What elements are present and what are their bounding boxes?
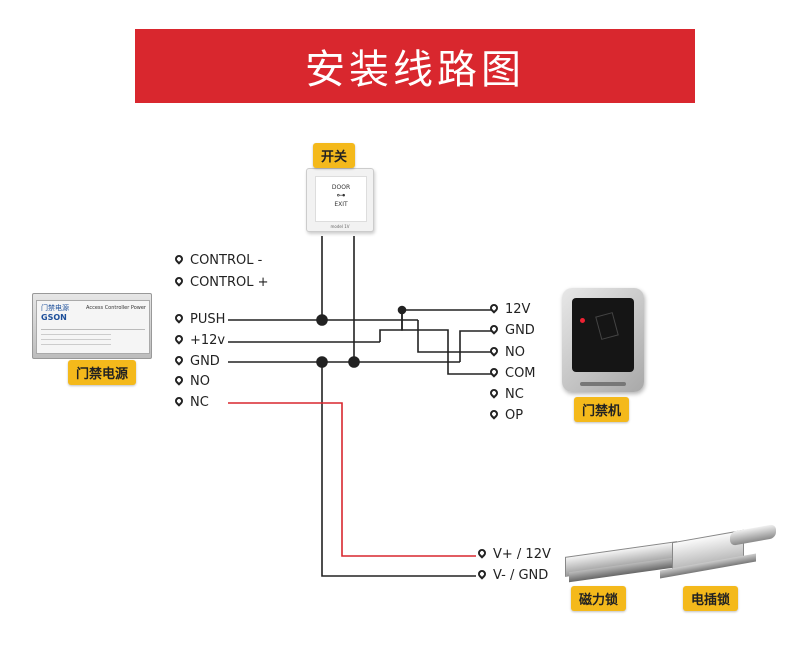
terminal-no: NO (173, 373, 210, 389)
machine-terminal-nc: NC (488, 386, 524, 402)
power-brand-logo: GSON (41, 313, 67, 322)
switch-small-text: model 1V (330, 224, 350, 229)
location-pin-icon (476, 567, 488, 580)
power-supply-tag: 门禁电源 (68, 360, 137, 385)
terminal-12v: +12v (173, 332, 225, 348)
switch-text-top: DOOR (331, 184, 351, 191)
key-icon: ⊶ (336, 191, 346, 201)
magnetic-lock (565, 535, 677, 583)
machine-terminal-12v: 12V (488, 301, 530, 317)
page-title: 安装线路图 (135, 29, 695, 103)
location-pin-icon (488, 322, 500, 335)
lock-terminal-vminus: V- / GND (476, 567, 548, 583)
location-pin-icon (488, 344, 500, 357)
machine-terminal-com: COM (488, 365, 536, 381)
location-pin-icon (173, 274, 185, 287)
location-pin-icon (488, 365, 500, 378)
terminal-nc: NC (173, 394, 209, 410)
lock-gnd-wire (321, 362, 476, 577)
electric-lock-tag: 电插锁 (683, 586, 739, 611)
terminal-control-minus: CONTROL - (173, 252, 262, 268)
gnd-to-gnd-wire (459, 330, 492, 362)
machine-terminal-gnd: GND (488, 322, 535, 338)
12v-to-com-wire (401, 310, 492, 375)
power-brand-cn: 门禁电源 (41, 304, 69, 312)
power-panel-title: Access Controller Power (85, 305, 146, 311)
location-pin-icon (173, 394, 185, 407)
junction-dot (316, 314, 328, 326)
machine-terminal-no: NO (488, 344, 525, 360)
switch-tag: 开关 (313, 143, 356, 168)
lock-terminal-vplus: V+ / 12V (476, 546, 551, 562)
location-pin-icon (173, 252, 185, 265)
switch-text-bottom: EXIT (334, 201, 348, 208)
power-supply-box: 门禁电源 GSON Access Controller Power (32, 293, 152, 359)
junction-dot (316, 356, 328, 368)
terminal-gnd: GND (173, 353, 220, 369)
magnetic-lock-tag: 磁力锁 (571, 586, 627, 611)
push-to-no-wire (417, 320, 492, 353)
location-pin-icon (173, 311, 185, 324)
nc-to-lock-wire (228, 402, 476, 557)
terminal-push: PUSH (173, 311, 225, 327)
location-pin-icon (173, 373, 185, 386)
plus12v-to-12v-wire (379, 309, 492, 342)
location-pin-icon (488, 386, 500, 399)
location-pin-icon (488, 407, 500, 420)
junction-dot (348, 356, 360, 368)
electric-bolt-lock (660, 523, 790, 579)
location-pin-icon (476, 546, 488, 559)
terminal-control-plus: CONTROL + (173, 274, 269, 290)
location-pin-icon (488, 301, 500, 314)
exit-switch: DOOR ⊶ EXIT model 1V (306, 168, 374, 232)
access-machine-tag: 门禁机 (574, 397, 630, 422)
machine-terminal-op: OP (488, 407, 523, 423)
junction-dot (397, 305, 407, 315)
location-pin-icon (173, 353, 185, 366)
location-pin-icon (173, 332, 185, 345)
access-control-machine (562, 288, 644, 392)
